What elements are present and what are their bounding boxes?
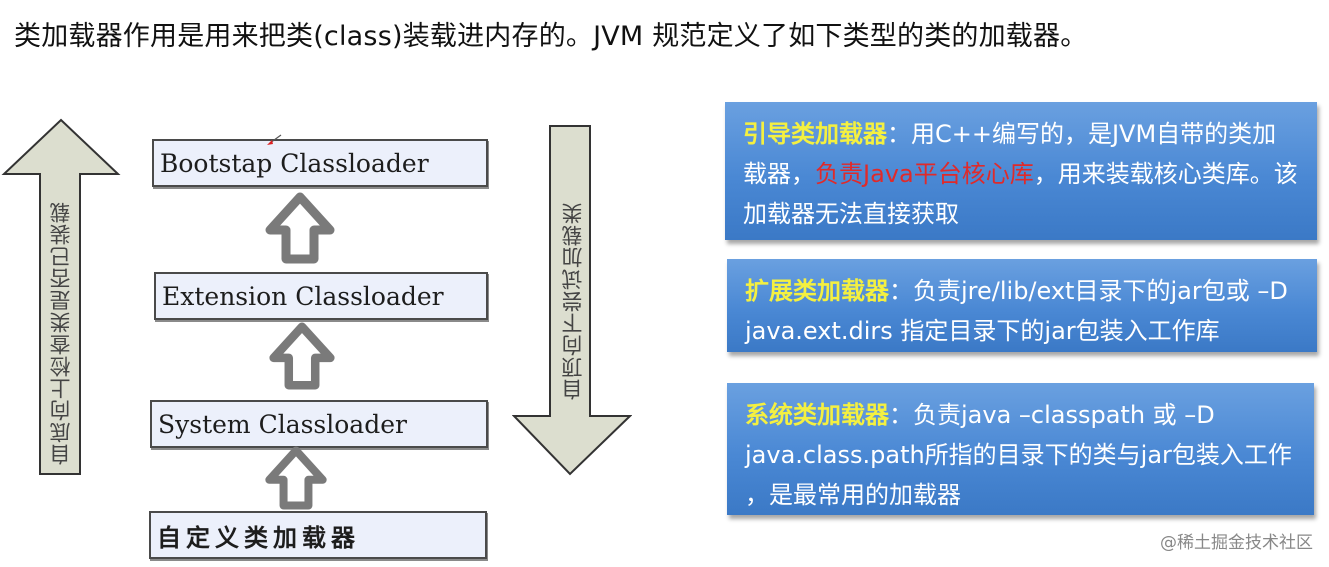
info-title: 扩展类加载器	[745, 277, 889, 305]
delegate-up-arrow-icon	[262, 446, 330, 514]
extension-loader-info: 扩展类加载器：负责jre/lib/ext目录下的jar包或 –D java.ex…	[727, 259, 1317, 352]
bootstrap-loader-info: 引导类加载器：用C++编写的，是JVM自带的类加载器，负责Java平台核心库，用…	[725, 102, 1317, 240]
system-loader-info: 系统类加载器：负责java –classpath 或 –D java.class…	[727, 383, 1314, 515]
delegate-up-arrow-icon	[264, 192, 336, 268]
delegate-up-arrow-icon	[268, 322, 336, 394]
mouse-cursor-icon	[266, 131, 282, 150]
custom-classloader-box: 自定义类加载器	[149, 511, 487, 559]
system-classloader-box: System Classloader	[150, 400, 488, 448]
info-text: ，用来装载核心类库。该加载器无法直接获取	[743, 160, 1298, 228]
bottom-up-check-label: 自底向上检查类是否已装载	[49, 201, 73, 465]
bottom-up-check-arrow	[0, 118, 122, 478]
info-title: 引导类加载器	[743, 120, 887, 148]
watermark: @稀土掘金技术社区	[1160, 533, 1313, 553]
info-text: 负责jre/lib/ext目录下的jar包或 –D java.ext.dirs …	[745, 277, 1288, 345]
top-down-load-label: 自顶向下尝试加载类	[561, 202, 585, 400]
info-highlight: 负责Java平台核心库	[815, 160, 1034, 188]
info-title: 系统类加载器	[745, 401, 889, 429]
info-text: 负责java –classpath 或 –D java.class.path所指…	[745, 401, 1292, 509]
bootstrap-classloader-box: Bootstap Classloader	[152, 139, 488, 187]
extension-classloader-box: Extension Classloader	[154, 272, 488, 320]
top-down-load-arrow	[512, 124, 632, 476]
page-heading: 类加载器作用是用来把类(class)装载进内存的。JVM 规范定义了如下类型的类…	[14, 21, 1088, 52]
info-text: 用C++编写的，是JVM自带的类加载器，	[743, 120, 1277, 188]
